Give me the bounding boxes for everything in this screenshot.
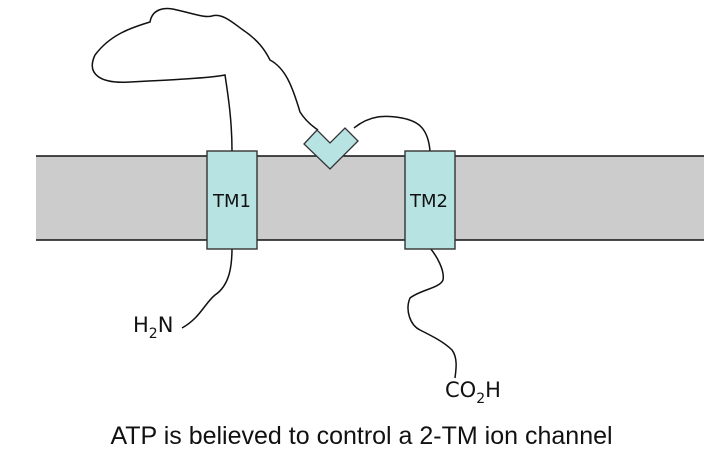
n-terminus-subscript: 2 — [149, 326, 158, 342]
c-terminal-tail — [407, 247, 457, 379]
membrane-band — [36, 156, 704, 240]
c-terminus-main: CO — [445, 378, 476, 402]
tm2-helix — [404, 150, 456, 250]
diagram-caption: ATP is believed to control a 2-TM ion ch… — [110, 422, 613, 450]
n-terminus-label: H2N — [133, 313, 173, 342]
tm1-helix — [206, 150, 258, 250]
tm1-label: TM1 — [212, 191, 251, 212]
c-terminus-tail-text: H — [485, 378, 501, 402]
atp-binding-site — [303, 127, 359, 170]
n-terminal-tail — [181, 247, 233, 329]
n-terminus-main: H — [133, 313, 149, 337]
tm2-label: TM2 — [409, 191, 448, 212]
extracellular-loop-c — [353, 115, 431, 152]
c-terminus-label: CO2H — [445, 378, 501, 407]
n-terminus-tail-text: N — [158, 313, 174, 337]
ion-channel-diagram: TM1 TM2 H2N CO2H — [36, 7, 704, 407]
c-terminus-subscript: 2 — [476, 391, 485, 407]
extracellular-loop-n — [91, 7, 319, 152]
